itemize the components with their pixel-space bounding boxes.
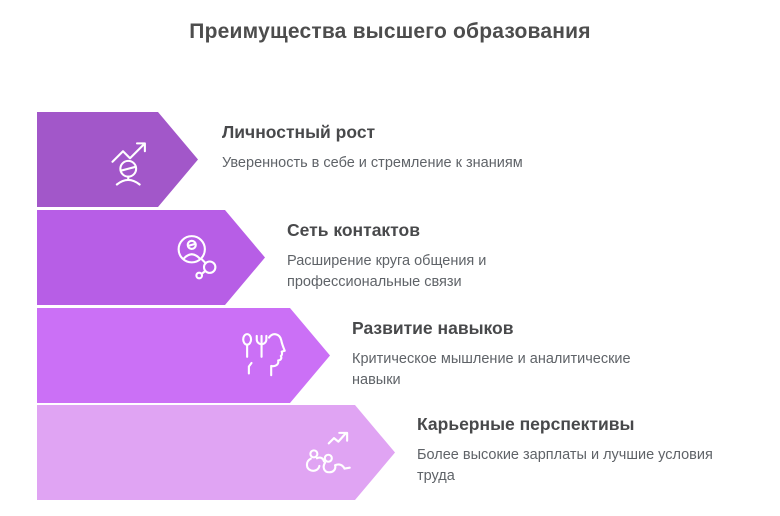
item-heading: Карьерные перспективы — [417, 414, 635, 434]
item-description: Расширение круга общения и профессиональ… — [287, 253, 487, 290]
arrow-banner-skills — [37, 308, 330, 403]
item-description: Критическое мышление и аналитические нав… — [352, 351, 631, 388]
arrow-banner-network — [37, 210, 265, 305]
item-heading: Личностный рост — [222, 122, 376, 142]
item-heading: Развитие навыков — [352, 318, 514, 338]
item-description: Более высокие зарплаты и лучшие условия … — [417, 447, 713, 484]
career-growth-runners-icon — [299, 425, 355, 481]
item-network: Сеть контактов Расширение круга общения … — [287, 220, 537, 292]
growth-chart-person-icon — [102, 132, 158, 188]
item-personal-growth: Личностный рост Уверенность в себе и стр… — [222, 122, 552, 174]
network-person-icon — [169, 230, 225, 286]
item-description: Уверенность в себе и стремление к знания… — [222, 155, 523, 171]
arrow-banner-personal-growth — [37, 112, 198, 207]
page-title: Преимущества высшего образования — [189, 20, 591, 43]
arrow-banner-career — [37, 405, 395, 500]
item-career: Карьерные перспективы Более высокие зарп… — [417, 414, 727, 486]
item-heading: Сеть контактов — [287, 220, 420, 240]
head-knowledge-utensils-icon — [234, 328, 290, 384]
item-skills: Развитие навыков Критическое мышление и … — [352, 318, 652, 390]
